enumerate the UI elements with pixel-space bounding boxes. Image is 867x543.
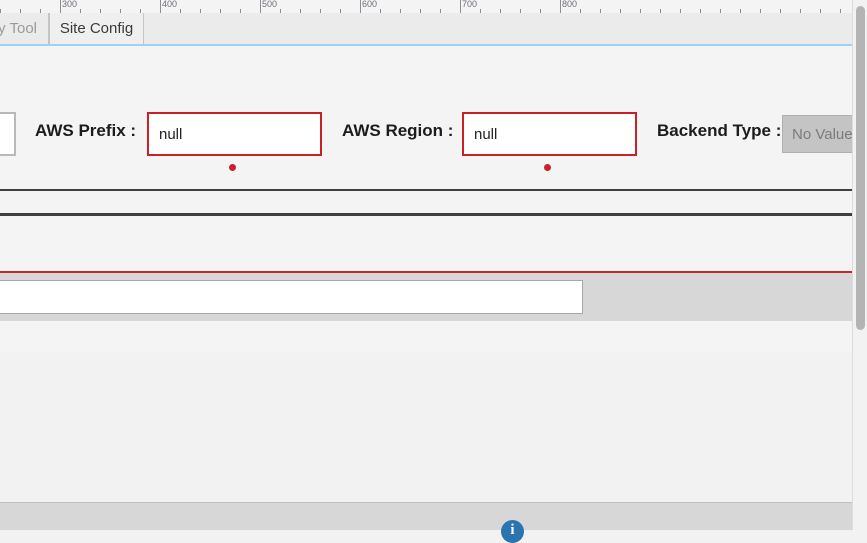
- backend-type-input: No Value: [782, 115, 853, 153]
- ruler-minor-tick: [300, 9, 301, 13]
- ruler-minor-tick: [40, 9, 41, 13]
- ruler-minor-tick: [420, 9, 421, 13]
- ruler-label: 700: [462, 0, 478, 9]
- ruler-minor-tick: [620, 9, 621, 13]
- backend-type-value: No Value: [792, 125, 853, 143]
- ruler-label: 300: [62, 0, 78, 9]
- main-form-panel: AWS Prefix : null AWS Region : null Back…: [0, 46, 853, 352]
- backend-type-label: Backend Type :: [657, 121, 782, 140]
- ruler-label: 500: [262, 0, 278, 9]
- ruler-major-tick: [360, 0, 361, 13]
- ruler-major-tick: [160, 0, 161, 13]
- ruler-minor-tick: [660, 9, 661, 13]
- ruler-minor-tick: [840, 9, 841, 13]
- tab-strip: y Tool Site Config: [0, 13, 867, 46]
- aws-region-input[interactable]: null: [462, 112, 637, 156]
- ruler-minor-tick: [240, 9, 241, 13]
- ruler-minor-tick: [600, 9, 601, 13]
- ruler-major-tick: [560, 0, 561, 13]
- tab-y-tool[interactable]: y Tool: [0, 13, 49, 44]
- ruler-label: 400: [162, 0, 178, 9]
- tab-y-tool-label: y Tool: [0, 20, 37, 37]
- ruler-minor-tick: [500, 9, 501, 13]
- ruler-minor-tick: [100, 9, 101, 13]
- ruler-minor-tick: [320, 9, 321, 13]
- band-text-input[interactable]: [0, 280, 583, 314]
- info-icon-glyph: i: [510, 522, 515, 538]
- ruler-minor-tick: [280, 9, 281, 13]
- ruler-minor-tick: [220, 9, 221, 13]
- vertical-scrollbar[interactable]: [853, 0, 867, 530]
- aws-prefix-input[interactable]: null: [147, 112, 322, 156]
- ruler-minor-tick: [720, 9, 721, 13]
- ruler-minor-tick: [20, 9, 21, 13]
- ruler-minor-tick: [700, 9, 701, 13]
- ruler-minor-tick: [440, 9, 441, 13]
- ruler-major-tick: [260, 0, 261, 13]
- tab-site-config-label: Site Config: [59, 20, 134, 37]
- aws-prefix-value: null: [159, 125, 183, 143]
- aws-region-label: AWS Region :: [342, 121, 454, 140]
- ruler-label: 800: [562, 0, 578, 9]
- ruler-minor-tick: [340, 9, 341, 13]
- aws-prefix-required-dot: [229, 164, 236, 171]
- ruler-minor-tick: [520, 9, 521, 13]
- scrollbar-gutter: [852, 0, 853, 530]
- ruler-minor-tick: [760, 9, 761, 13]
- ruler-minor-tick: [680, 9, 681, 13]
- validation-red-rule: [0, 271, 853, 273]
- ruler-minor-tick: [780, 9, 781, 13]
- tab-site-config[interactable]: Site Config: [49, 13, 144, 44]
- ruler-minor-tick: [0, 9, 1, 13]
- toolbar-band: [0, 273, 853, 321]
- ruler-minor-tick: [80, 9, 81, 13]
- status-bar: i: [0, 502, 867, 543]
- ruler-major-tick: [60, 0, 61, 13]
- ruler-minor-tick: [480, 9, 481, 13]
- aws-region-required-dot: [544, 164, 551, 171]
- ruler-minor-tick: [540, 9, 541, 13]
- section-divider-middle: [0, 213, 853, 216]
- ruler-minor-tick: [140, 9, 141, 13]
- info-circle-icon[interactable]: i: [501, 520, 524, 543]
- ruler-minor-tick: [740, 9, 741, 13]
- horizontal-ruler: 300 400 500 600 700 800: [0, 0, 867, 14]
- partial-left-input[interactable]: [0, 112, 16, 156]
- aws-region-value: null: [474, 125, 498, 143]
- ruler-minor-tick: [400, 9, 401, 13]
- vertical-scrollbar-thumb[interactable]: [856, 6, 865, 330]
- config-form-row: AWS Prefix : null AWS Region : null Back…: [0, 95, 853, 171]
- ruler-minor-tick: [800, 9, 801, 13]
- ruler-major-tick: [460, 0, 461, 13]
- ruler-minor-tick: [180, 9, 181, 13]
- section-divider-top: [0, 189, 853, 191]
- ruler-minor-tick: [380, 9, 381, 13]
- aws-prefix-label: AWS Prefix :: [35, 121, 137, 140]
- ruler-minor-tick: [640, 9, 641, 13]
- ruler-minor-tick: [580, 9, 581, 13]
- ruler-minor-tick: [820, 9, 821, 13]
- ruler-minor-tick: [120, 9, 121, 13]
- ruler-minor-tick: [200, 9, 201, 13]
- ruler-label: 600: [362, 0, 378, 9]
